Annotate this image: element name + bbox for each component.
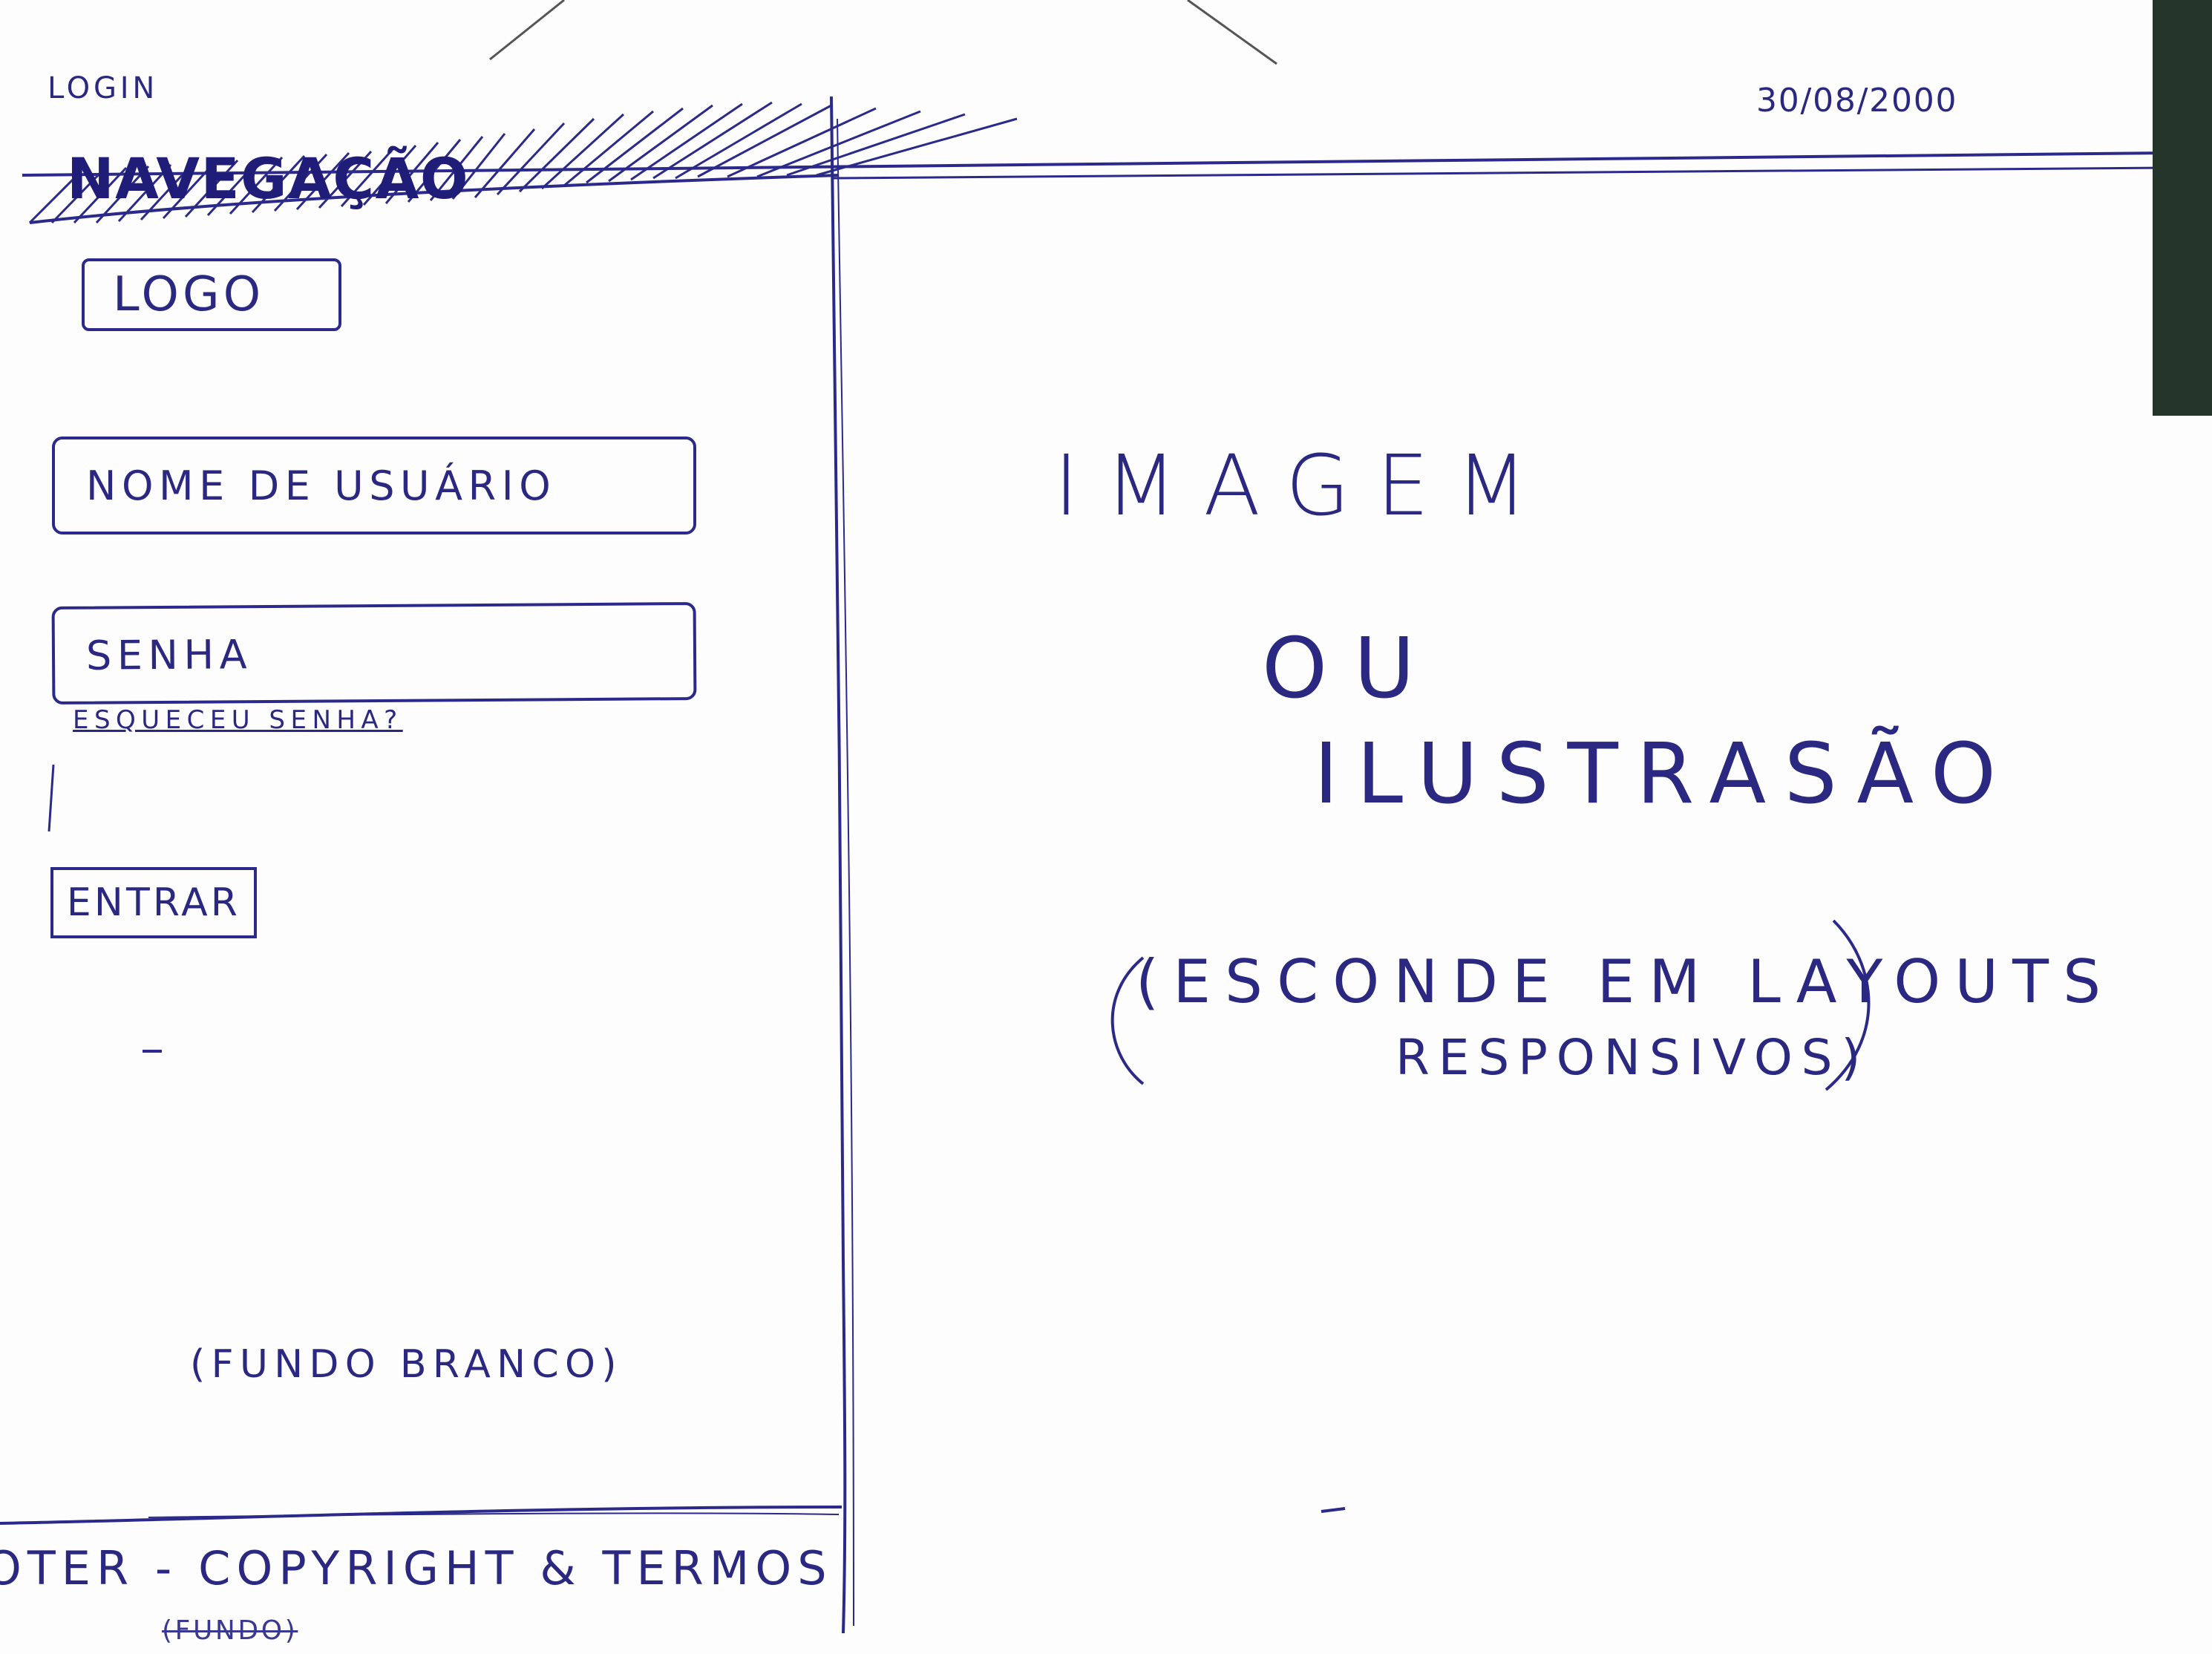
- forgot-password-link[interactable]: ESQUECEU SENHA?: [73, 705, 403, 735]
- image-placeholder-line-3: ILUSTRASÃO: [1314, 726, 2015, 823]
- stray-mark: [48, 764, 55, 832]
- responsive-note-line-1: (ESCONDE EM LAYOUTS: [1136, 947, 2116, 1016]
- header-divider: [831, 166, 2168, 180]
- footer-divider: [0, 1506, 842, 1525]
- nav-underline: [29, 174, 840, 224]
- image-placeholder-line-2: OU: [1262, 621, 1442, 717]
- password-input[interactable]: SENHA: [51, 601, 697, 705]
- footer-struck-note: (FUNDO): [162, 1615, 298, 1646]
- stray-mark: [1321, 1507, 1346, 1513]
- username-input[interactable]: NOME DE USUÁRIO: [52, 437, 696, 535]
- background-note: (FUNDO BRANCO): [190, 1342, 623, 1387]
- navigation-bar-label[interactable]: NAVEGAÇÃO: [67, 146, 470, 212]
- panel-divider: [837, 118, 854, 1627]
- username-placeholder: NOME DE USUÁRIO: [86, 462, 557, 509]
- stray-mark: [1187, 0, 1277, 65]
- panel-divider: [830, 96, 847, 1634]
- logo[interactable]: LOGO: [82, 258, 341, 331]
- note-bracket-left: [1110, 956, 1145, 1085]
- login-button[interactable]: ENTRAR: [50, 867, 257, 938]
- password-placeholder: SENHA: [85, 630, 253, 679]
- page-date: 30/08/2000: [1756, 82, 1958, 120]
- note-bracket-right: [1825, 919, 1871, 1091]
- background-corner: [2153, 0, 2212, 416]
- logo-label: LOGO: [113, 267, 265, 322]
- stray-mark: [489, 0, 565, 61]
- footer-divider: [148, 1512, 840, 1518]
- page-title: LOGIN: [48, 71, 159, 105]
- responsive-note-line-2: RESPONSIVOS): [1395, 1029, 1870, 1086]
- login-button-label: ENTRAR: [66, 880, 241, 925]
- footer-text: OTER - COPYRIGHT & TERMOS: [0, 1541, 833, 1595]
- image-placeholder-line-1: IMAGEM: [1054, 438, 1554, 535]
